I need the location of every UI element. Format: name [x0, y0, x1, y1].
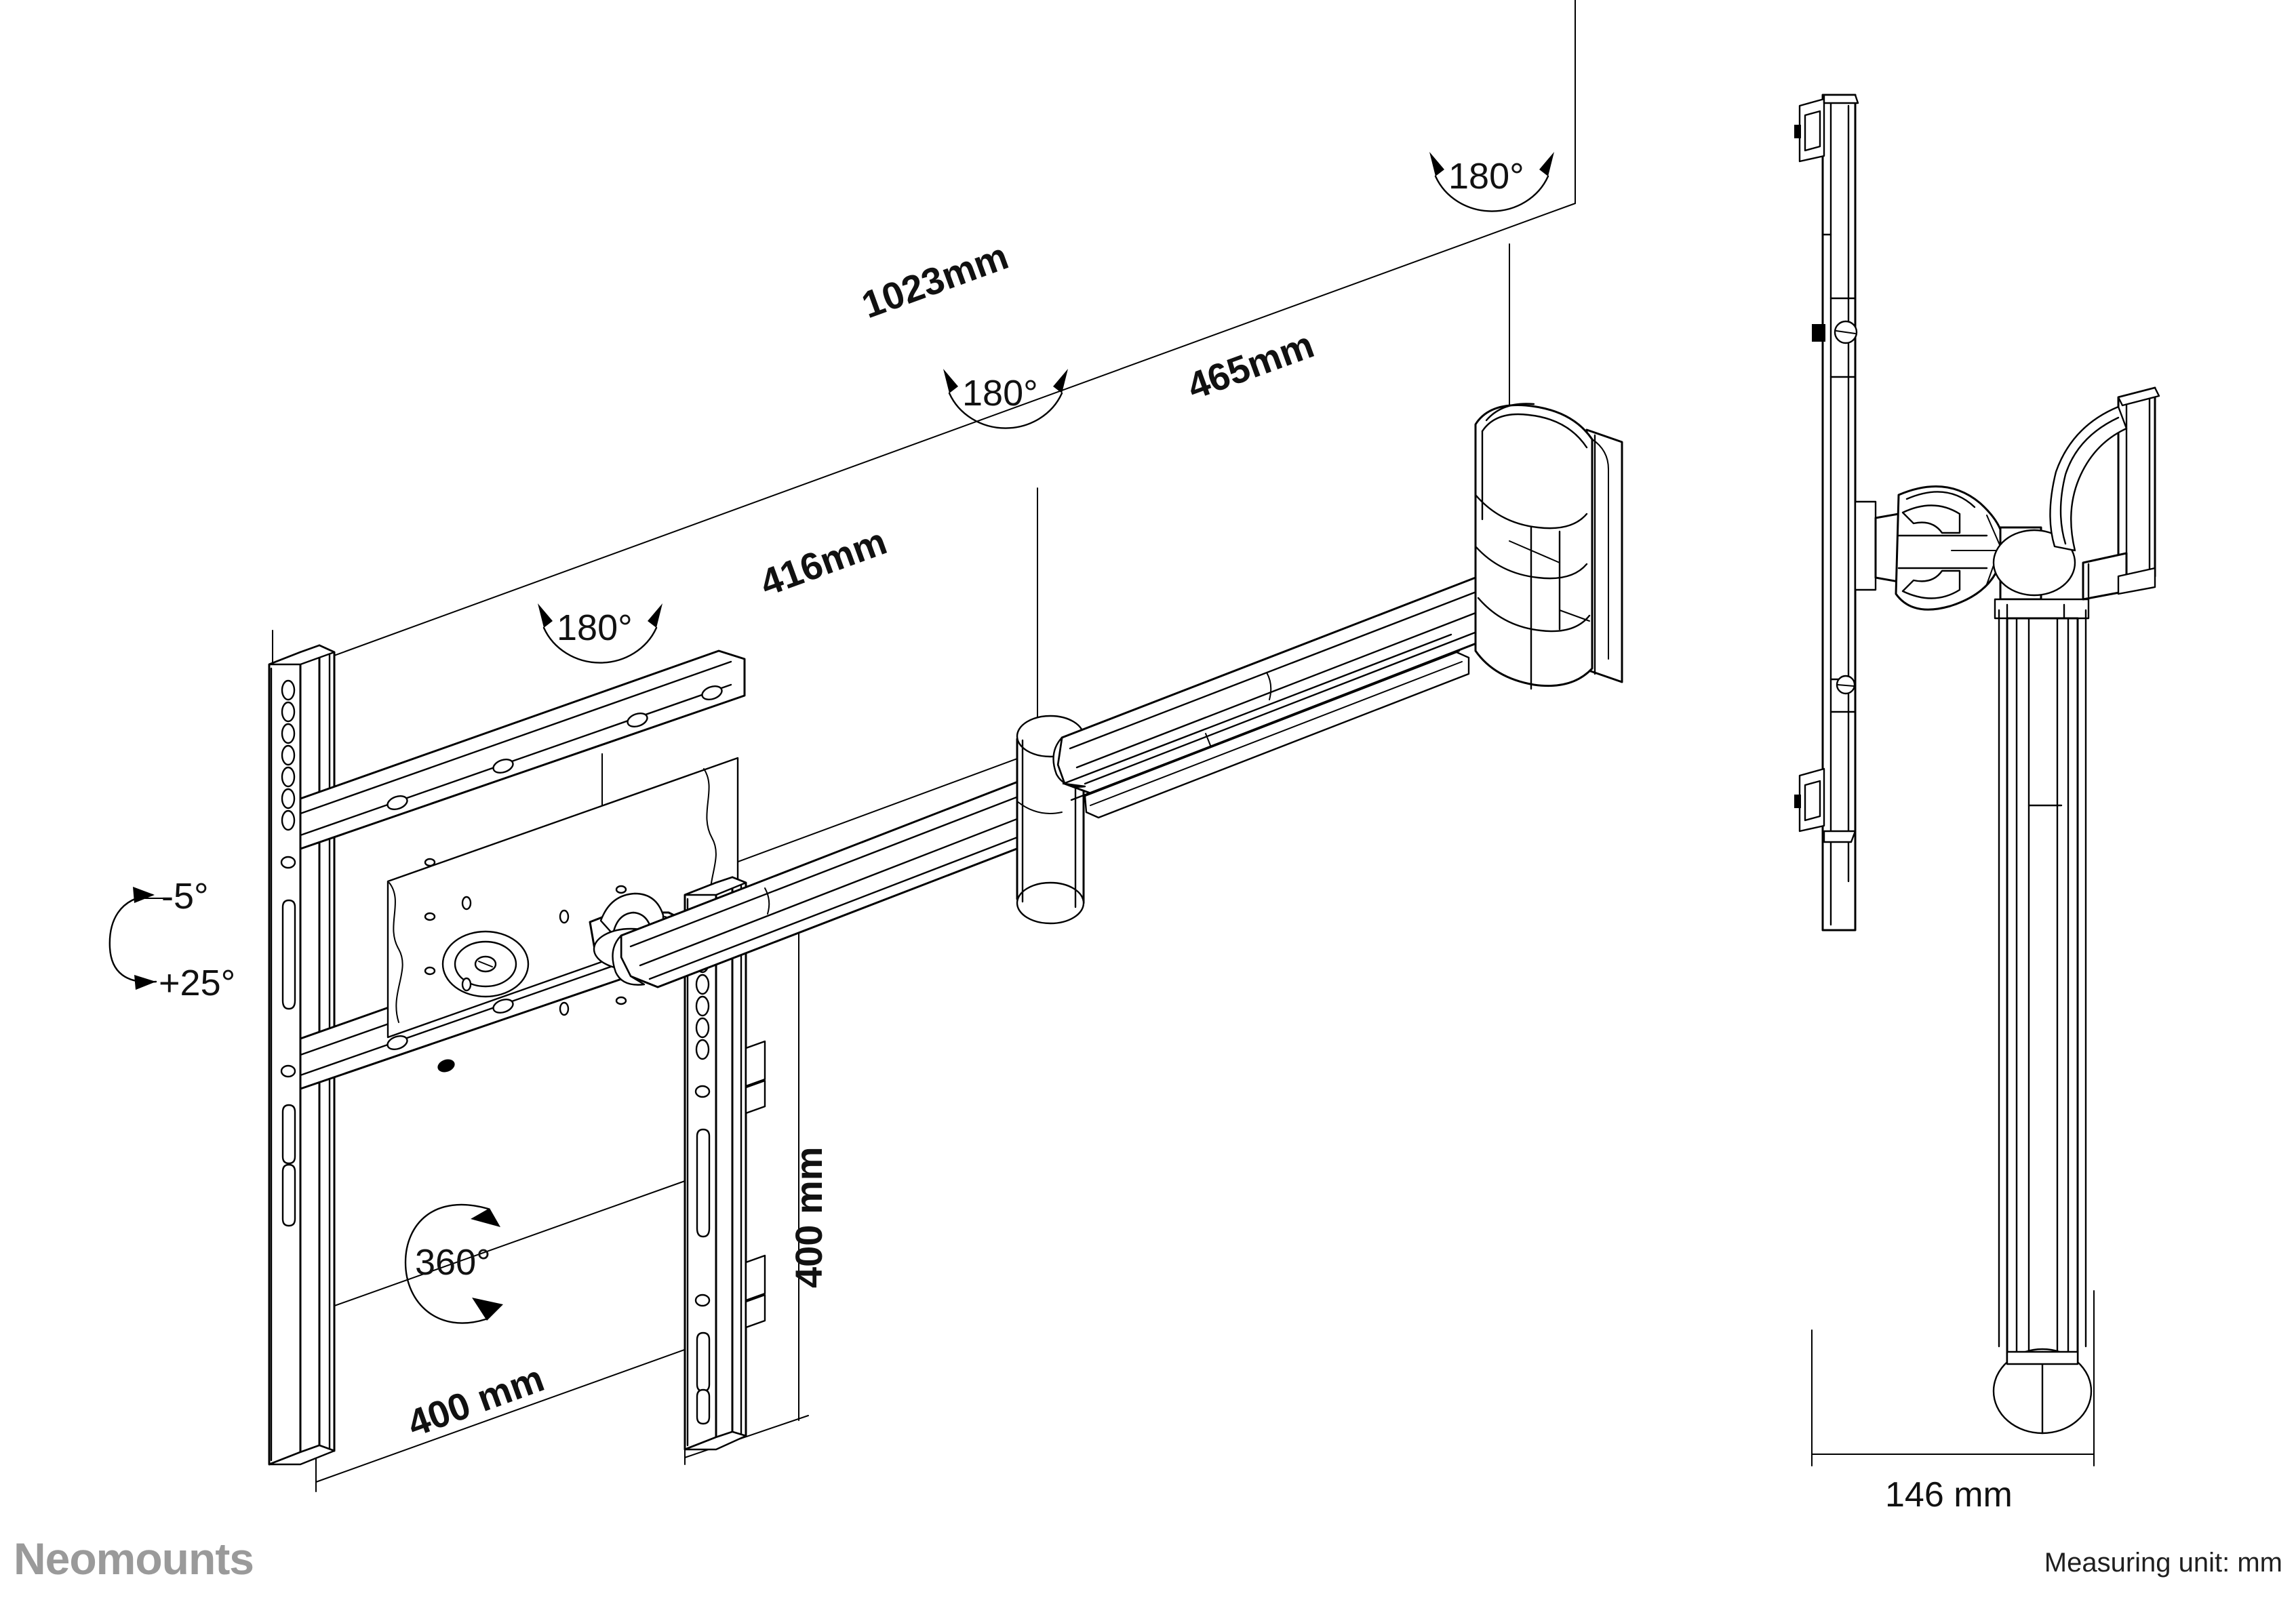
angle-tilt-down-label: -5°: [161, 876, 209, 917]
angle-screen-rotation: 360°: [404, 1203, 503, 1324]
vesa-crossrail-upper: [299, 649, 746, 850]
dimension-side-depth-label: 146 mm: [1885, 1475, 2013, 1515]
angle-wall-joint: 180°: [1429, 152, 1554, 212]
angle-tilt-up-label: +25°: [159, 963, 235, 1003]
vesa-rail-right: [684, 876, 766, 1451]
arm-inner-slide: [1084, 651, 1470, 819]
dimension-side-depth: 146 mm: [1811, 1290, 2095, 1515]
angle-elbow-joint-label: 180°: [962, 373, 1038, 414]
side-folded-arm: [1854, 386, 2160, 1435]
wall-mount-bracket: [1474, 403, 1623, 690]
dimension-plate-height: 400 mm: [787, 1146, 830, 1288]
arm-assembly: [589, 403, 1623, 988]
vesa-backplate-panel: [387, 757, 739, 1039]
brand-logo: Neomounts: [14, 1534, 254, 1584]
angle-elbow-joint: 180°: [943, 369, 1068, 429]
measuring-unit-note: Measuring unit: mm: [2044, 1548, 2282, 1578]
dimension-plate-height-label: 400 mm: [787, 1146, 830, 1288]
vesa-plate-assembly: [268, 644, 766, 1466]
angle-vesa-joint: 180°: [538, 603, 662, 664]
angle-wall-joint-label: 180°: [1448, 156, 1524, 197]
side-profile-view: [1794, 94, 2160, 1435]
angle-tilt-range: -5° +25°: [108, 876, 235, 1003]
angle-screen-rotation-label: 360°: [415, 1242, 491, 1283]
angle-vesa-joint-label: 180°: [557, 607, 633, 648]
side-wall-plate: [1794, 94, 1859, 932]
